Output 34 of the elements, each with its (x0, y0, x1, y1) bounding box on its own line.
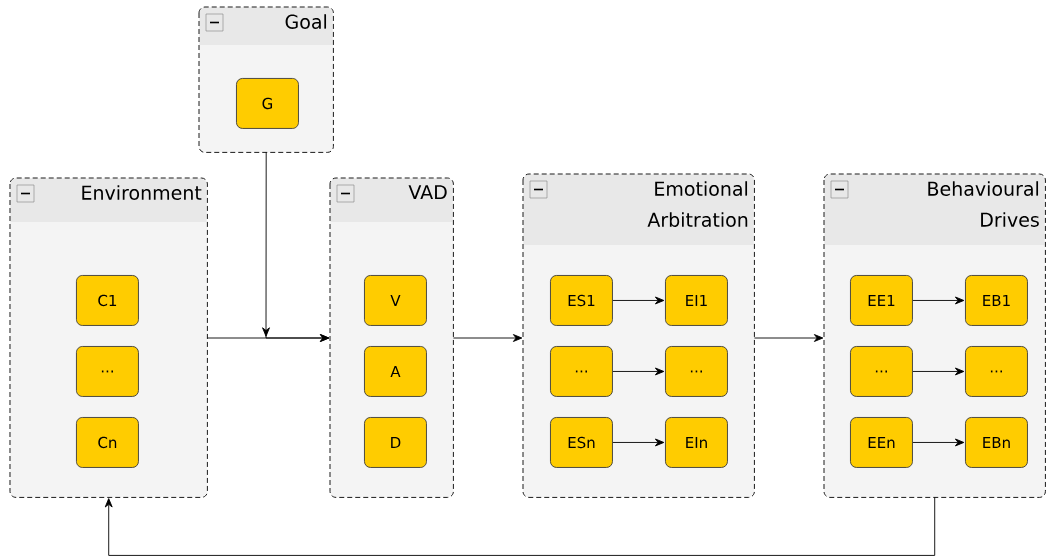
arrow (912, 367, 965, 376)
item-box: Cn (76, 417, 139, 468)
item-box: ... (965, 346, 1028, 397)
item-box: EI1 (665, 275, 728, 326)
item-box: ... (550, 346, 613, 397)
arrow (912, 438, 965, 447)
arrow (612, 438, 665, 447)
item-box: EIn (665, 417, 728, 468)
item-box: A (364, 346, 427, 397)
item-box: C1 (76, 275, 139, 326)
arrow (612, 367, 665, 376)
header-text: Goal (285, 14, 327, 29)
arrow (262, 151, 330, 342)
item-box: EBn (965, 417, 1028, 468)
item-box: G (236, 78, 299, 129)
item-box: EE1 (850, 275, 913, 326)
header-text: Behavioural Drives (928, 181, 1039, 227)
item-box: ... (665, 346, 728, 397)
item-box: ESn (550, 417, 613, 468)
item-box: ES1 (550, 275, 613, 326)
arrow (612, 296, 665, 305)
item-box: ... (76, 346, 139, 397)
header-text: VAD (408, 185, 447, 200)
arrow (104, 496, 936, 556)
item-box: D (364, 417, 427, 468)
item-box: ... (850, 346, 913, 397)
arrow (753, 334, 824, 342)
header-text: Emotional Arbitration (647, 181, 748, 227)
arrow (912, 296, 965, 305)
arrow (452, 334, 523, 342)
item-box: EB1 (965, 275, 1028, 326)
header-text: Environment (82, 185, 202, 200)
item-box: V (364, 275, 427, 326)
item-box: EEn (850, 417, 913, 468)
